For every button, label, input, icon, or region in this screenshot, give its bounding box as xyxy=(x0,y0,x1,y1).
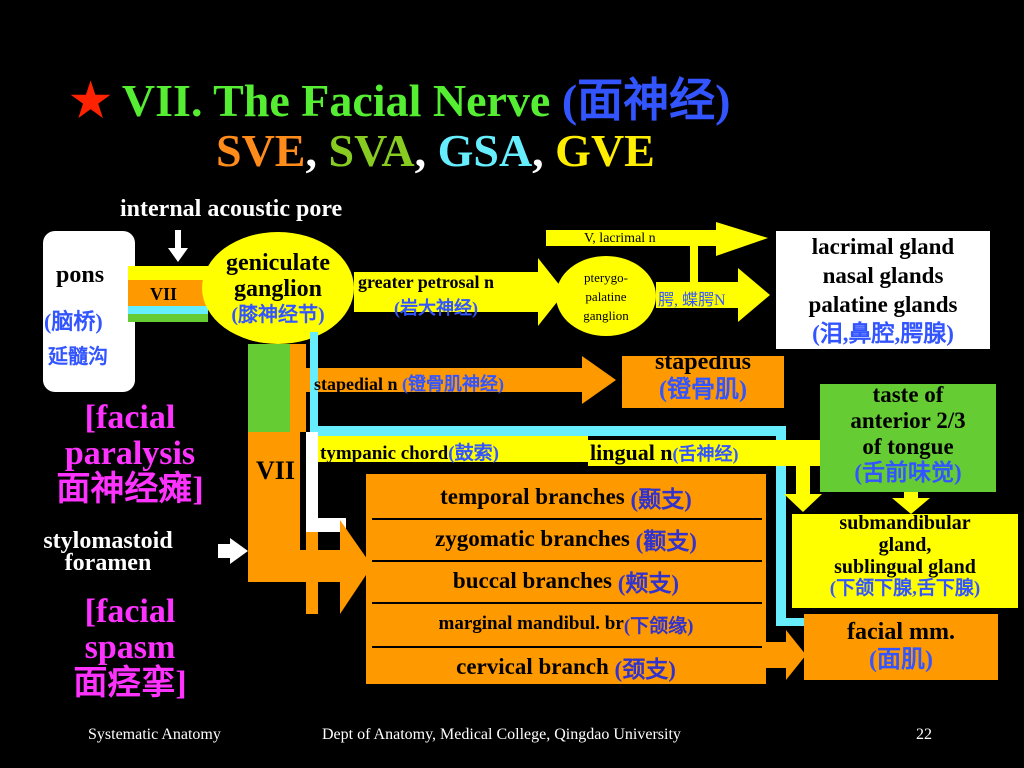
comma-2: , xyxy=(414,125,427,176)
label-vii-root: VII xyxy=(150,284,178,304)
branch-cervical-cn: (颈支) xyxy=(614,657,676,682)
branch-divider-3 xyxy=(372,602,762,604)
facial-paralysis: [facial paralysis 面神经瘫] xyxy=(30,400,230,508)
branch-temporal-cn: (颞支) xyxy=(630,487,692,512)
submandibular-box: submandibular gland, sublingual gland (下… xyxy=(792,512,1018,600)
label-glands-cn: (泪,鼻腔,腭腺) xyxy=(812,321,954,346)
label-sub-2: gland, xyxy=(878,534,932,556)
footer-left: Systematic Anatomy xyxy=(88,726,221,743)
label-taste-2: anterior 2/3 xyxy=(850,408,966,433)
label-taste-1: taste of xyxy=(872,382,944,407)
label-tympanic: tympanic chord(鼓索) xyxy=(320,438,499,465)
label-palatine-glands: palatine glands xyxy=(808,292,958,317)
label-lacrimal-gland: lacrimal gland xyxy=(811,234,955,259)
label-sub-3: sublingual gland xyxy=(834,556,976,578)
footer-page: 22 xyxy=(916,726,932,743)
label-pterygo-2: palatine xyxy=(585,289,627,304)
slide-title: ★ VII. The Facial Nerve (面神经) xyxy=(70,64,730,130)
label-v-lacrimal: V, lacrimal n xyxy=(584,231,656,246)
label-sub-1: submandibular xyxy=(839,512,971,534)
label-stylomastoid-2: foramen xyxy=(64,550,152,576)
fiber-types: SVE, SVA, GSA, GVE xyxy=(216,124,655,177)
label-stapedial: stapedial n (镫骨肌神经) xyxy=(314,370,504,396)
branch-divider-4 xyxy=(372,646,762,648)
star-icon: ★ xyxy=(70,75,112,126)
branch-temporal-en: temporal branches xyxy=(440,484,625,509)
label-pons-cn: (脑桥) xyxy=(44,309,103,334)
label-facial-mm: facial mm. xyxy=(847,619,955,645)
branch-zygomatic-cn: (颧支) xyxy=(635,529,697,554)
label-taste-3: of tongue xyxy=(862,434,954,459)
label-lingual-cn: (舌神经) xyxy=(672,444,739,464)
label-vii-main: VII xyxy=(256,456,296,485)
label-tympanic-cn: (鼓索) xyxy=(448,443,499,464)
branch-buccal: buccal branches (颊支) xyxy=(372,564,760,598)
label-medullary-groove: 延髓沟 xyxy=(48,346,108,368)
label-pterygo-3: ganglion xyxy=(583,308,629,323)
fiber-gve: GVE xyxy=(555,125,655,176)
facial-spasm: [facial spasm 面痉挛] xyxy=(30,594,230,702)
geniculate-ganglion: geniculate ganglion (膝神经节) xyxy=(200,250,356,328)
label-greater-petrosal: greater petrosal n xyxy=(358,272,494,292)
label-spasm-2: spasm xyxy=(84,629,176,666)
branch-divider-2 xyxy=(372,560,762,562)
stapedius-box: stapedius (镫骨肌) xyxy=(622,348,784,404)
label-greater-petrosal-cn: (岩大神经) xyxy=(394,298,478,318)
branch-buccal-cn: (颊支) xyxy=(617,571,680,596)
label-geniculate-cn: (膝神经节) xyxy=(231,304,325,326)
label-stapedius-cn: (镫骨肌) xyxy=(659,377,747,403)
label-stylomastoid-1: stylomastoid xyxy=(43,528,173,554)
label-spasm-1: [facial xyxy=(84,593,176,630)
label-paralysis-2: paralysis xyxy=(64,435,196,472)
pterygopalatine-ellipse xyxy=(556,256,656,336)
branch-cervical-en: cervical branch xyxy=(456,654,609,679)
branch-marginal: marginal mandibul. br(下颌缘) xyxy=(372,607,760,641)
glands-box: lacrimal gland nasal glands palatine gla… xyxy=(776,232,990,348)
comma-3: , xyxy=(532,125,544,176)
branch-cervical: cervical branch (颈支) xyxy=(372,650,760,684)
branch-marginal-en: marginal mandibul. br xyxy=(438,613,624,634)
label-taste-cn: (舌前味觉) xyxy=(854,460,962,485)
label-lingual: lingual n(舌神经) xyxy=(590,440,739,466)
comma-1: , xyxy=(305,125,317,176)
label-pterygo-1: pterygo- xyxy=(583,270,629,285)
label-geniculate-1: geniculate xyxy=(226,250,330,276)
pore-arrow-head xyxy=(168,248,188,262)
label-geniculate-2: ganglion xyxy=(233,276,323,302)
label-nasal-glands: nasal glands xyxy=(822,263,944,288)
branch-temporal: temporal branches (颞支) xyxy=(372,480,760,514)
pons-box xyxy=(43,231,135,392)
label-tympanic-en: tympanic chord xyxy=(320,443,449,464)
branch-divider-1 xyxy=(372,518,762,520)
branch-marginal-cn: (下颌缘) xyxy=(623,615,694,637)
label-paralysis-cn: 面神经瘫] xyxy=(56,471,204,508)
taste-box: taste of anterior 2/3 of tongue (舌前味觉) xyxy=(820,382,996,486)
title-main: VII. The Facial Nerve xyxy=(121,75,551,126)
branch-buccal-en: buccal branches xyxy=(452,568,612,593)
label-pons: pons xyxy=(56,262,105,288)
label-facial-mm-cn: (面肌) xyxy=(869,647,933,673)
label-sub-cn: (下颌下腺,舌下腺) xyxy=(829,578,981,599)
label-palatine-cn: 腭, 蝶腭N xyxy=(658,292,726,309)
label-spasm-cn: 面痉挛] xyxy=(73,665,187,702)
pterygopalatine-ganglion: pterygo- palatine ganglion xyxy=(558,268,654,325)
label-stapedius: stapedius xyxy=(654,349,752,375)
geniculate-ellipse xyxy=(202,232,354,344)
fiber-sva: SVA xyxy=(328,125,415,176)
fiber-gsa: GSA xyxy=(437,125,533,176)
label-internal-acoustic-pore: internal acoustic pore xyxy=(120,196,343,222)
footer-center: Dept of Anatomy, Medical College, Qingda… xyxy=(322,726,681,743)
branch-zygomatic: zygomatic branches (颧支) xyxy=(372,522,760,556)
label-lingual-en: lingual n xyxy=(590,440,673,465)
label-paralysis-1: [facial xyxy=(84,399,176,436)
label-stapedial-cn: (镫骨肌神经) xyxy=(402,374,505,394)
label-stapedial-en: stapedial n xyxy=(314,374,398,394)
fiber-sve: SVE xyxy=(216,125,306,176)
facial-mm-box: facial mm. (面肌) xyxy=(804,618,998,674)
pore-arrow-shaft xyxy=(175,230,181,250)
title-chinese: (面神经) xyxy=(561,75,731,126)
stylomastoid-foramen: stylomastoid foramen xyxy=(10,528,206,576)
branch-zygomatic-en: zygomatic branches xyxy=(435,526,630,551)
